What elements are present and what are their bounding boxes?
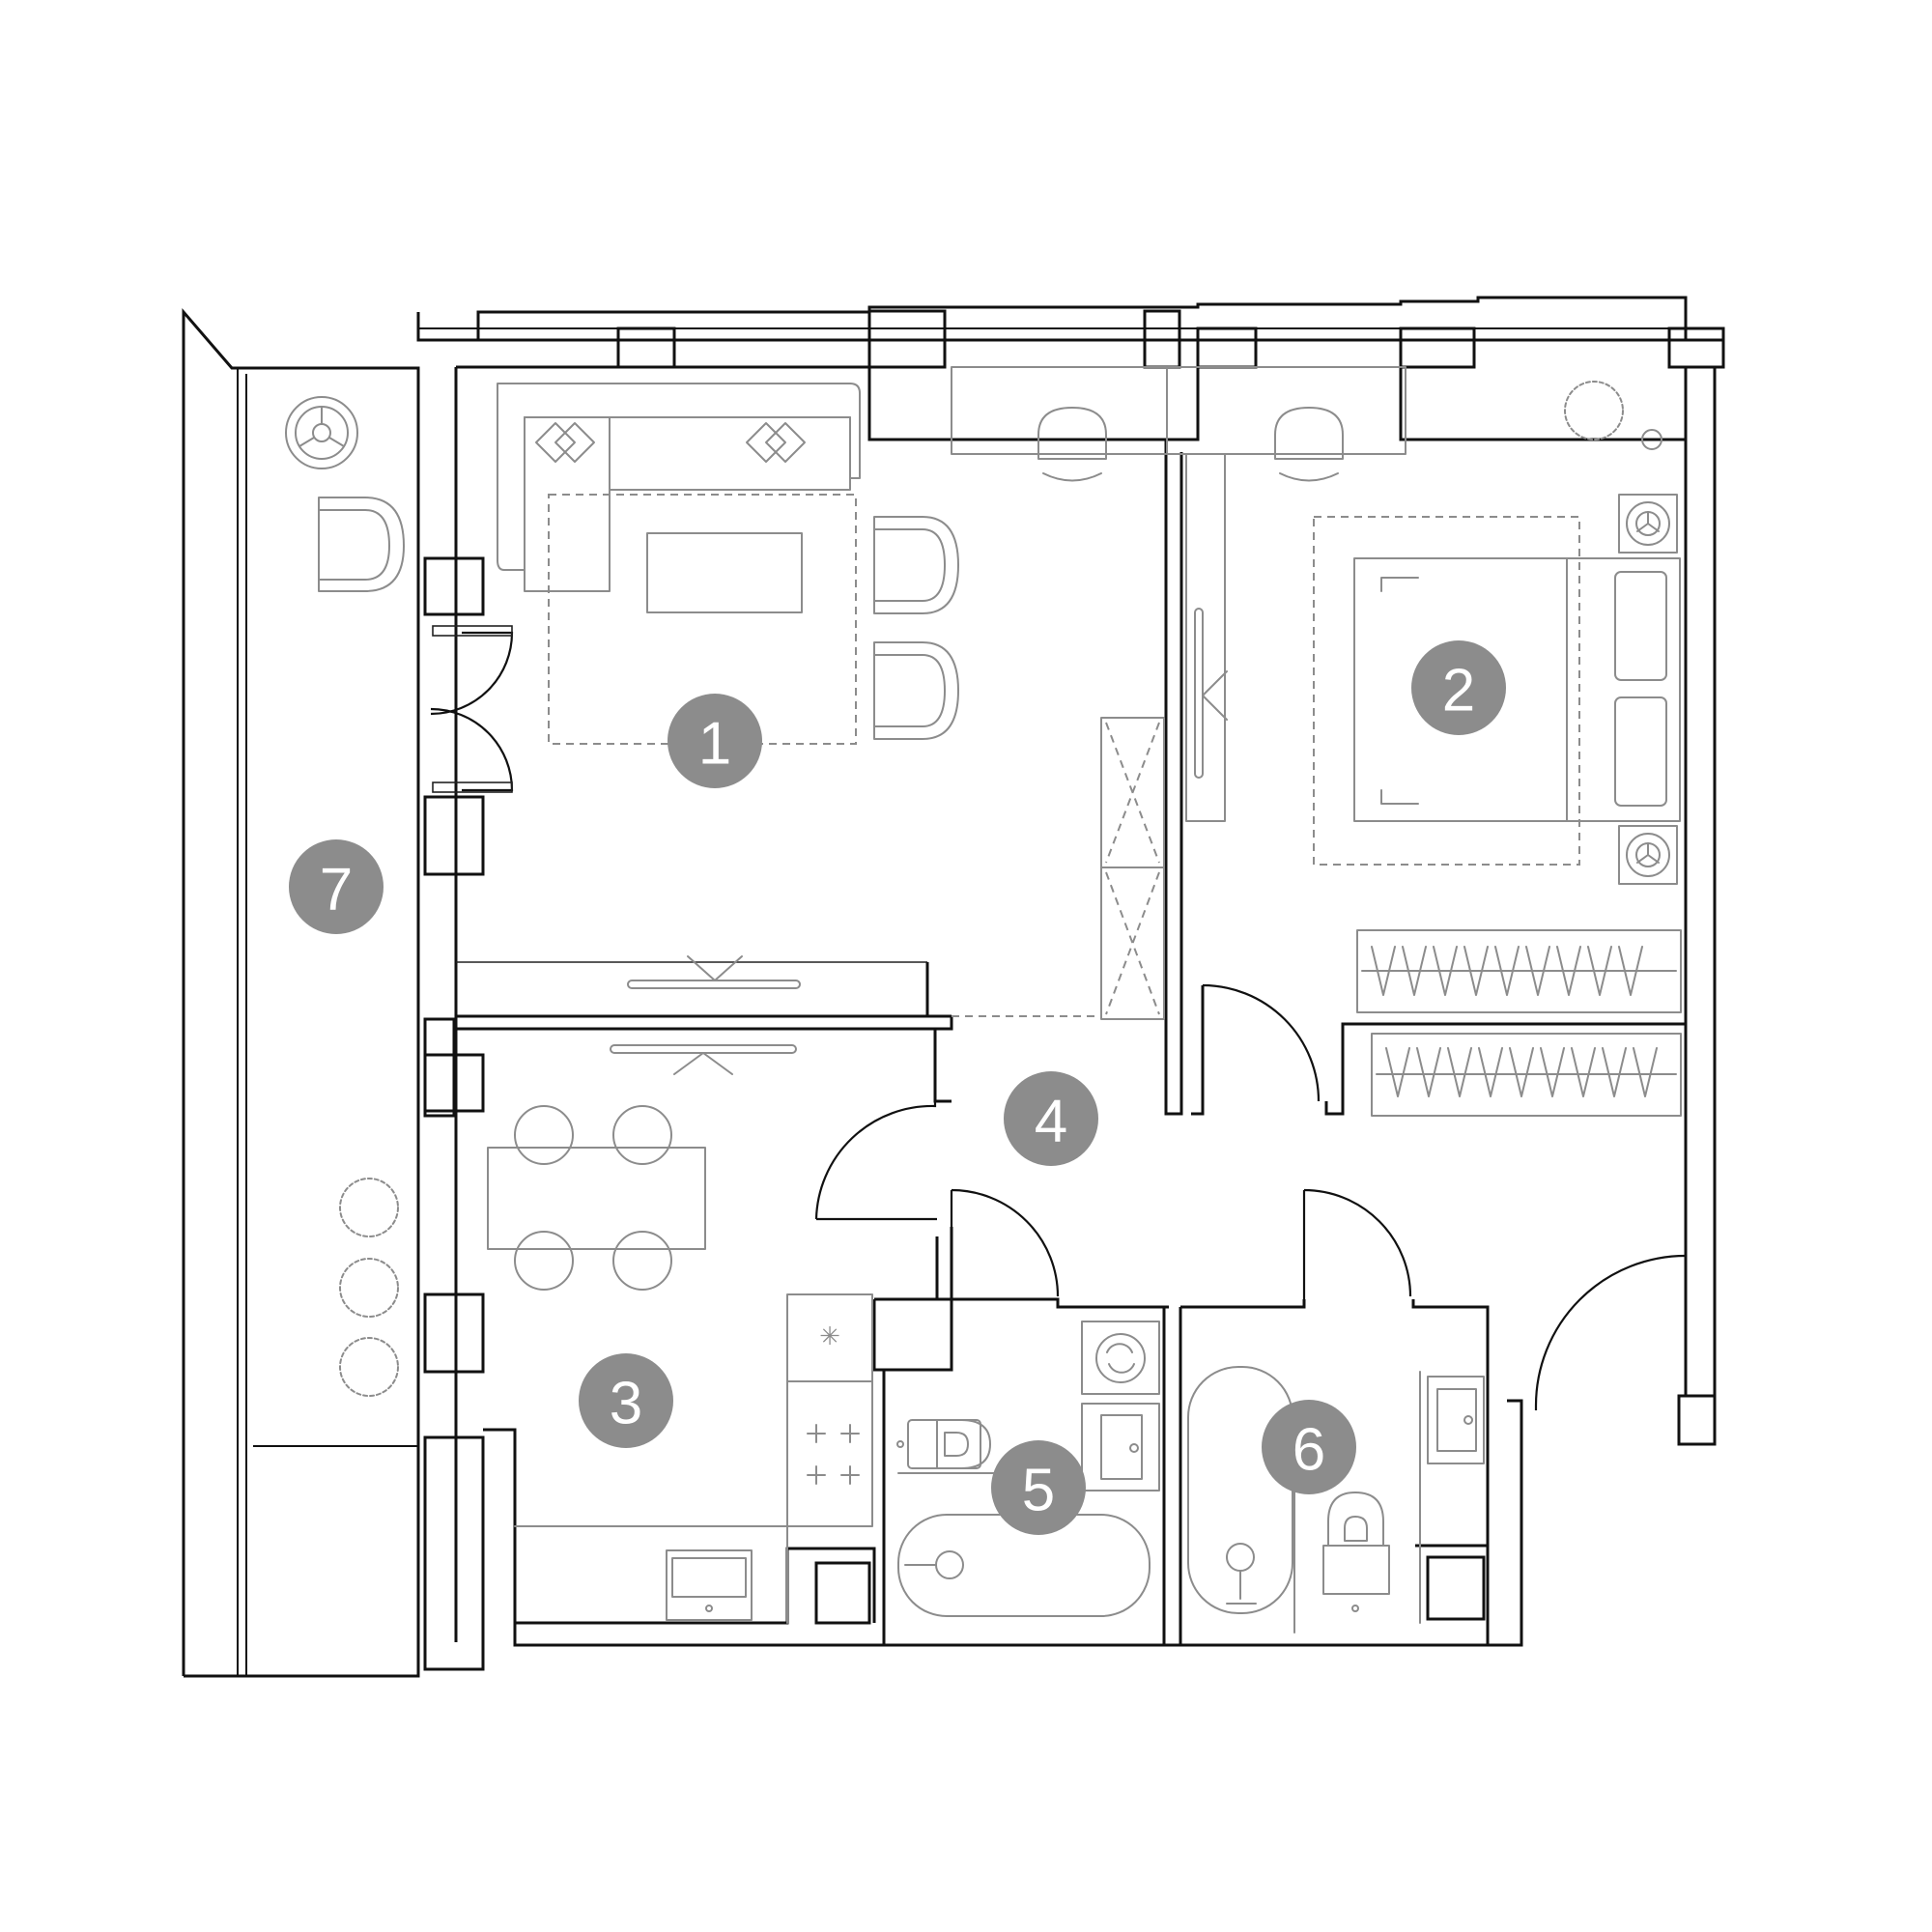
- desk: [951, 366, 1406, 455]
- svg-text:3: 3: [610, 1371, 642, 1437]
- balcony-door: [430, 631, 514, 716]
- room-6-badge: 6: [1262, 1400, 1356, 1494]
- bedroom-rug: [1313, 516, 1580, 866]
- svg-text:6: 6: [1293, 1417, 1325, 1484]
- pillow: [1614, 696, 1667, 807]
- kitchen-sink: [666, 1549, 753, 1621]
- room-7-badge: 7: [289, 839, 384, 934]
- kitchen-door: [814, 1101, 937, 1220]
- svg-text:5: 5: [1022, 1458, 1055, 1524]
- toilet: [1327, 1492, 1384, 1547]
- doors: [430, 625, 1687, 1410]
- svg-text:7: 7: [320, 857, 353, 923]
- nightstand: [1618, 494, 1678, 554]
- sofa: [497, 383, 861, 571]
- outer-walls: [182, 296, 1725, 1678]
- hood-icon: ✳: [819, 1322, 840, 1351]
- desk-chair: [1037, 407, 1107, 460]
- coffee-table: [646, 532, 803, 613]
- room-5-badge: 5: [991, 1440, 1086, 1535]
- tv: [627, 980, 801, 989]
- desk-chair: [1274, 407, 1344, 460]
- armchair: [873, 641, 959, 740]
- bedroom-wardrobe: [1356, 929, 1682, 1013]
- balcony-chair: [318, 497, 405, 592]
- tv: [610, 1044, 797, 1054]
- bath5-sink: [1081, 1403, 1160, 1492]
- kitchen-counter: [786, 1293, 873, 1527]
- room-badges: 1 2 3 4 5 6 7: [289, 640, 1506, 1535]
- bedroom-wardrobe: [1371, 1033, 1682, 1117]
- dining-chairs: [514, 1105, 672, 1291]
- room-3-badge: 3: [579, 1353, 673, 1448]
- sofa-cushions: [535, 422, 806, 463]
- plant: [1564, 381, 1624, 440]
- dining-table: [487, 1147, 706, 1250]
- bath6-sink: [1427, 1376, 1485, 1464]
- room-2-badge: 2: [1411, 640, 1506, 735]
- bathroom-5-door: [951, 1188, 1060, 1297]
- room-1-badge: 1: [668, 694, 762, 788]
- svg-text:1: 1: [698, 711, 731, 778]
- nightstand: [1618, 825, 1678, 885]
- washing-machine: [1081, 1321, 1160, 1395]
- furniture: ✳: [285, 366, 1682, 1634]
- balcony-plants: [339, 1178, 399, 1397]
- balcony-table-icon: [285, 396, 358, 469]
- svg-text:4: 4: [1035, 1089, 1067, 1155]
- svg-text:2: 2: [1442, 658, 1475, 724]
- bathroom-6-door: [1303, 1188, 1412, 1297]
- stove-icon: [807, 1424, 860, 1485]
- entrance-door: [1534, 1254, 1687, 1406]
- pillow: [1614, 571, 1667, 681]
- room-4-badge: 4: [1004, 1071, 1098, 1166]
- bedroom-door: [1202, 983, 1321, 1102]
- armchair: [873, 516, 959, 614]
